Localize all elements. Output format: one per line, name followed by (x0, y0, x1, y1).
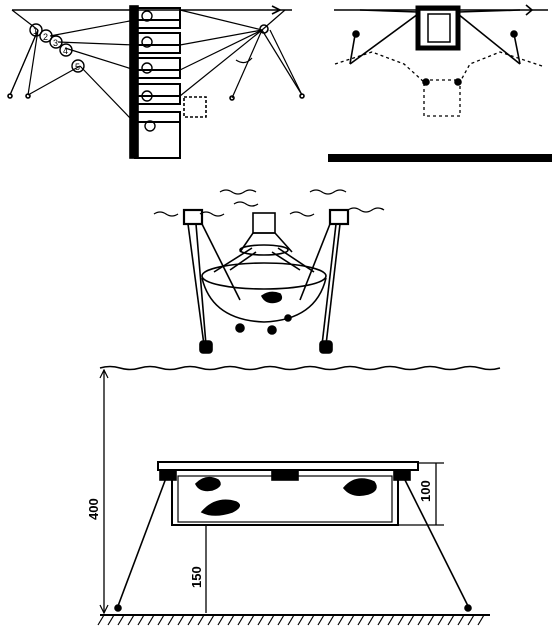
panel-middle (153, 189, 385, 354)
anchor-weight-right (319, 340, 333, 354)
buoy-right (259, 24, 269, 34)
dimension-label-clearance: 150 (189, 566, 204, 588)
dimension-label-height: 100 (418, 480, 433, 502)
marker-label-4: 4 (63, 46, 68, 56)
catch-blob (260, 291, 283, 304)
right-mooring-lines (179, 9, 303, 99)
panel-bottom (97, 365, 501, 626)
float-left (352, 30, 360, 38)
suspended-box (415, 5, 461, 51)
top-plate (157, 461, 419, 471)
panel-top-left: 1 2 3 4 5 (7, 5, 305, 159)
marker-label-2: 2 (43, 32, 48, 42)
seabed-hatching (97, 614, 485, 626)
float-box-left (182, 208, 204, 226)
numbered-markers (29, 10, 156, 132)
surface-arrow-right-icon (525, 4, 534, 16)
marker-label-1: 1 (33, 26, 38, 36)
left-mooring-lines (9, 9, 136, 119)
water-surface (99, 365, 501, 371)
catch-blob-2 (200, 499, 240, 516)
panel-top-right (328, 4, 552, 162)
anchor-weight-left (199, 340, 213, 354)
marker-label-3: 3 (53, 38, 58, 48)
surface-arrow-icon (271, 5, 282, 15)
float-right (510, 30, 518, 38)
float-box-right (328, 208, 350, 226)
marker-label-5: 5 (75, 62, 80, 72)
lowered-position-dashed (334, 51, 543, 117)
dimension-label-total: 400 (86, 498, 101, 520)
dome-top (252, 212, 276, 234)
anchor-point-left-b (25, 93, 31, 99)
catch-blob-1 (195, 476, 221, 492)
bowl-rim (201, 262, 327, 290)
scale-bar (328, 154, 552, 162)
anchor-point-right-a (299, 93, 305, 99)
wave-marks (153, 189, 385, 217)
stacked-boxes (134, 7, 181, 159)
anchor-point-right-b (229, 95, 235, 101)
bowl-body (201, 277, 327, 323)
catch-blob-3 (342, 478, 377, 496)
anchor-point-left-a (7, 93, 13, 99)
dashed-detail-box (183, 96, 207, 118)
